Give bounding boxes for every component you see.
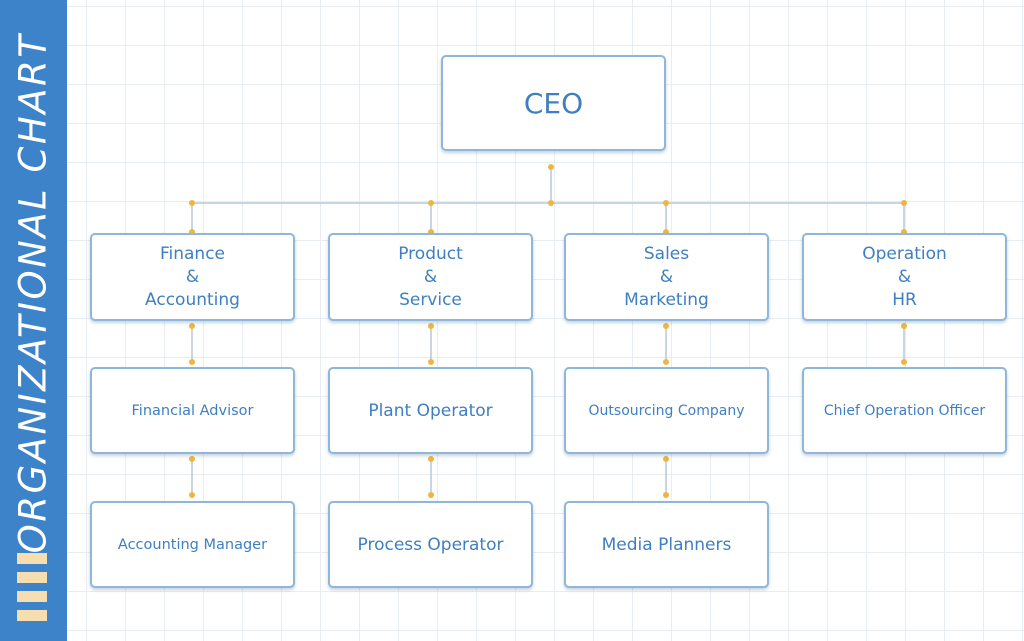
connector-dot [663,359,669,365]
connector-dot [428,359,434,365]
decorative-stripe [17,591,47,602]
node-ceo-label: CEO [523,86,584,120]
connector-dot [189,323,195,329]
connector-dot [428,323,434,329]
node-finance-accounting: Finance & Accounting [90,233,295,321]
node-ceo: CEO [441,55,666,151]
node-outsourcing-company-label: Outsourcing Company [588,402,745,419]
connector-dot [901,200,907,206]
connector-dot [663,456,669,462]
node-plant-operator: Plant Operator [328,367,533,454]
node-outsourcing-company: Outsourcing Company [564,367,769,454]
connector-dots [189,164,907,498]
node-product-service-label: Product & Service [398,243,463,310]
node-process-operator: Process Operator [328,501,533,588]
node-finance-accounting-label: Finance & Accounting [145,243,240,310]
connector-dot [548,200,554,206]
node-chief-operation-officer-label: Chief Operation Officer [823,402,986,419]
connector-dot [663,200,669,206]
connector-dot [901,323,907,329]
node-sales-marketing-label: Sales & Marketing [624,243,709,310]
connector-lines [191,167,905,495]
node-product-service: Product & Service [328,233,533,321]
decorative-stripe [17,572,47,583]
node-financial-advisor-label: Financial Advisor [131,402,254,419]
connector-dot [428,456,434,462]
connector-dot [901,359,907,365]
connector-dot [189,359,195,365]
connector-dot [189,492,195,498]
connector-dot [663,323,669,329]
connector-dot [189,200,195,206]
node-operation-hr-label: Operation & HR [862,243,947,310]
decorative-stripes [17,553,47,621]
node-media-planners: Media Planners [564,501,769,588]
node-sales-marketing: Sales & Marketing [564,233,769,321]
connector-dot [663,492,669,498]
connector-dot [189,456,195,462]
connector-dot [428,492,434,498]
node-media-planners-label: Media Planners [601,534,732,555]
node-financial-advisor: Financial Advisor [90,367,295,454]
connector-dot [428,200,434,206]
decorative-stripe [17,553,47,564]
node-plant-operator-label: Plant Operator [368,400,493,421]
decorative-stripe [17,610,47,621]
side-band: ORGANIZATIONAL CHART [0,0,67,641]
node-operation-hr: Operation & HR [802,233,1007,321]
node-chief-operation-officer: Chief Operation Officer [802,367,1007,454]
node-accounting-manager: Accounting Manager [90,501,295,588]
node-process-operator-label: Process Operator [357,534,504,555]
node-accounting-manager-label: Accounting Manager [117,536,268,553]
connector-dot [548,164,554,170]
